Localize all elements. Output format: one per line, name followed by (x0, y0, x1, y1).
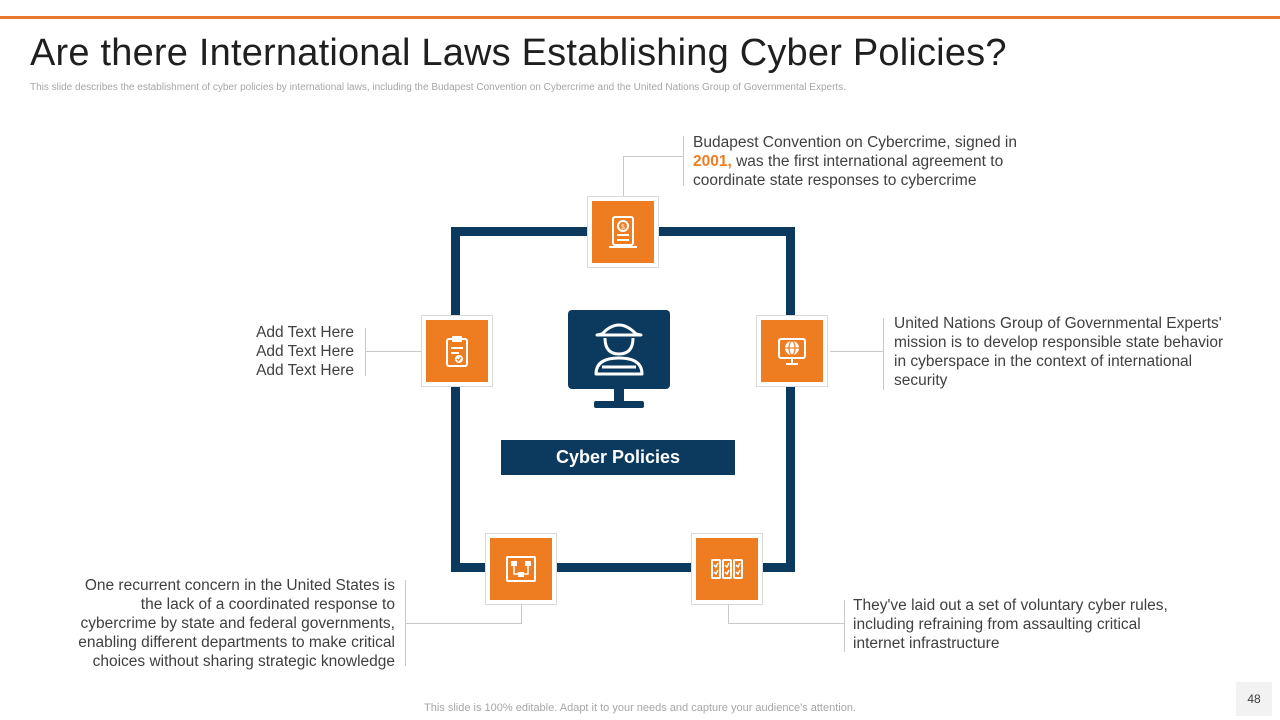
left-node-text: Add Text Here Add Text Here Add Text Her… (210, 323, 354, 380)
connector-left-bracket (365, 328, 366, 376)
svg-text:$: $ (621, 223, 625, 231)
node-right (756, 315, 828, 387)
connector-top-horizontal (623, 156, 683, 157)
node-left (421, 315, 493, 387)
clipboard-check-icon (446, 336, 468, 367)
money-document-icon: $ (609, 216, 637, 248)
connector-bottom-right-vertical (728, 605, 729, 623)
connector-top-vertical (623, 156, 624, 196)
globe-monitor-icon (778, 338, 806, 365)
slide-subtitle: This slide describes the establishment o… (30, 82, 846, 93)
node-top: $ (587, 196, 659, 268)
page-number: 48 (1236, 682, 1272, 716)
footer-note: This slide is 100% editable. Adapt it to… (424, 702, 856, 714)
flowchart-board-icon (506, 556, 536, 582)
left-node-line-1: Add Text Here (256, 324, 354, 341)
top-node-text: Budapest Convention on Cybercrime, signe… (693, 133, 1033, 190)
node-bottom-left (485, 533, 557, 605)
connector-bottom-right-horizontal (728, 623, 844, 624)
bottom-right-node-text: They've laid out a set of voluntary cybe… (853, 597, 1168, 652)
top-node-text-before: Budapest Convention on Cybercrime, signe… (693, 134, 1017, 151)
connector-right-horizontal (830, 351, 883, 352)
checklist-badges-icon (711, 559, 743, 579)
left-node-line-2: Add Text Here (256, 343, 354, 360)
hacker-monitor-icon (568, 310, 670, 408)
left-node-line-3: Add Text Here (256, 362, 354, 379)
connector-right-bracket (883, 318, 884, 390)
center-label: Cyber Policies (501, 440, 735, 475)
node-bottom-right (691, 533, 763, 605)
top-accent-line (0, 16, 1280, 19)
connector-bottom-left-horizontal (406, 623, 522, 624)
connector-bottom-left-bracket (405, 580, 406, 666)
connector-bottom-right-bracket (844, 600, 845, 652)
connector-left-horizontal (366, 351, 422, 352)
slide-title: Are there International Laws Establishin… (30, 32, 1007, 74)
top-node-highlight: 2001, (693, 153, 732, 170)
top-node-text-after: was the first international agreement to… (693, 153, 1004, 189)
connector-top-bracket (683, 136, 684, 186)
bottom-left-node-text: One recurrent concern in the United Stat… (78, 577, 395, 670)
right-node-text: United Nations Group of Governmental Exp… (894, 315, 1224, 389)
connector-bottom-left-vertical (521, 605, 522, 623)
